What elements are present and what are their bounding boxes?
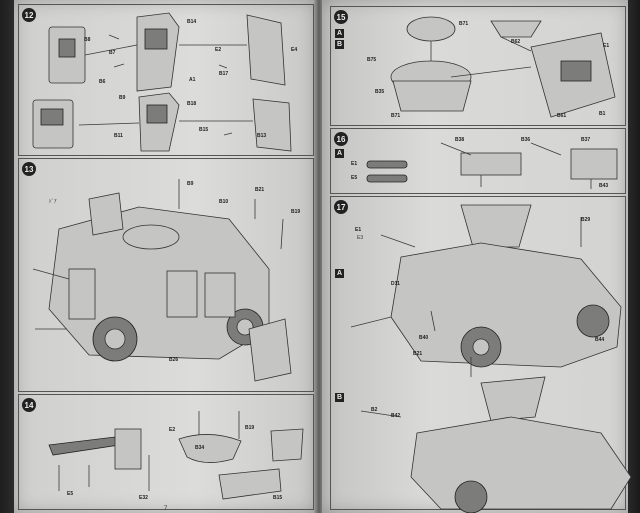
part-label: B17 — [219, 71, 229, 77]
part-label: B42 — [391, 413, 401, 419]
part-label: E5 — [351, 175, 358, 181]
step-13-badge: 13 — [22, 162, 36, 176]
part-label: B10 — [219, 199, 229, 205]
part-label: B44 — [595, 337, 605, 343]
step-16-diagram — [366, 142, 618, 189]
part-label: B62 — [511, 39, 521, 45]
page-number: 7 — [164, 506, 168, 512]
part-label: B19 — [291, 209, 301, 215]
step-12-panel: 12 B8 B17 B14 B7 B9 B18 B11 B1 — [18, 4, 314, 156]
part-label: B21 — [413, 351, 423, 357]
part-label: B2 — [371, 407, 378, 413]
part-label: E1 — [603, 43, 610, 49]
part-label: E32 — [139, 495, 148, 501]
part-label: B9 — [119, 95, 126, 101]
part-label: B34 — [195, 445, 205, 451]
step-13-panel: 13 ﾄﾞｱ B9 B10 B21 B19 B26 — [18, 158, 314, 392]
part-label: B29 — [581, 217, 591, 223]
part-label: B40 — [419, 335, 429, 341]
book-gutter — [314, 0, 324, 513]
part-label: B37 — [581, 137, 591, 143]
step-12-badge: 12 — [22, 8, 36, 22]
part-label: B43 — [599, 183, 609, 189]
part-label: B11 — [114, 133, 123, 139]
annotation-text: E3 — [357, 235, 364, 241]
part-label: B75 — [367, 57, 377, 63]
step-17-badge: 17 — [334, 200, 348, 214]
part-label: B36 — [521, 137, 531, 143]
part-label: D11 — [391, 281, 400, 287]
variant-a-tag: A — [335, 149, 344, 158]
part-label: E4 — [291, 47, 298, 53]
variant-a-tag: A — [335, 29, 344, 38]
left-page: 12 B8 B17 B14 B7 B9 B18 B11 B1 — [14, 0, 316, 513]
part-label: B15 — [199, 127, 209, 133]
step-14-badge: 14 — [22, 398, 36, 412]
part-label: B18 — [187, 101, 197, 107]
variant-a-tag: A — [335, 269, 344, 278]
step-14-diagram — [48, 411, 304, 500]
part-label: B19 — [245, 425, 255, 431]
part-label: E1 — [355, 227, 362, 233]
part-label: E5 — [67, 491, 74, 497]
step-15-panel: 15 A B B71 B62 B75 B35 B71 B1 B61 E1 — [330, 6, 626, 126]
variant-b-tag: B — [335, 40, 344, 49]
part-label: B15 — [273, 495, 283, 501]
part-label: A1 — [189, 77, 196, 83]
part-label: E1 — [351, 161, 358, 167]
part-label: B35 — [375, 89, 385, 95]
part-label: E2 — [215, 47, 222, 53]
part-label: B8 — [84, 37, 91, 43]
step-17-panel: 17 A B E3 D11 E1 B21 B40 B2 B42 B29 B44 — [330, 196, 632, 513]
part-label: B21 — [255, 187, 265, 193]
part-label: B26 — [169, 357, 179, 363]
step-13-diagram — [32, 179, 292, 382]
step-15-diagram — [390, 16, 616, 118]
part-label: B14 — [187, 19, 197, 25]
step-17-diagram — [350, 204, 632, 513]
step-16-panel: 16 A B38 B36 B37 B43 E1 E5 — [330, 128, 626, 194]
step-15-badge: 15 — [334, 10, 348, 24]
part-label: E2 — [169, 427, 176, 433]
part-label: B9 — [187, 181, 194, 187]
part-label: B13 — [257, 133, 267, 139]
part-label: B61 — [557, 113, 567, 119]
part-label: B71 — [391, 113, 401, 119]
step-16-badge: 16 — [334, 132, 348, 146]
step-12-diagram — [32, 12, 292, 152]
part-label: B38 — [455, 137, 465, 143]
annotation-text: ﾄﾞｱ — [49, 199, 57, 205]
right-page: 15 A B B71 B62 B75 B35 B71 B1 B61 E1 16 — [322, 0, 632, 513]
part-label: B6 — [99, 79, 106, 85]
part-label: B71 — [459, 21, 469, 27]
part-label: B1 — [599, 111, 606, 117]
step-14-panel: 14 E2 B34 B15 E32 E5 B19 — [18, 394, 314, 510]
part-label: B7 — [109, 50, 116, 56]
variant-b-tag: B — [335, 393, 344, 402]
